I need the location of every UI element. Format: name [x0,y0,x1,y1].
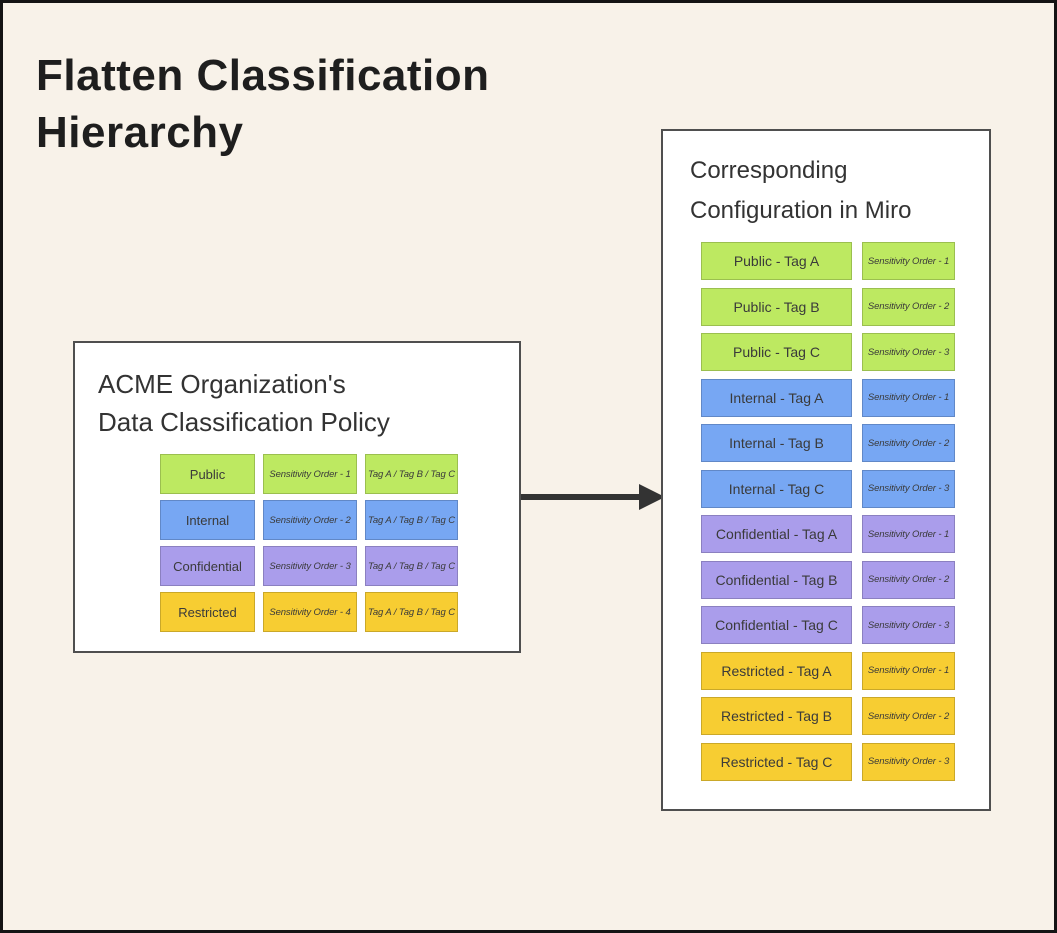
acme-policy-title-line-1: ACME Organization's [98,369,346,399]
cell-order: Sensitivity Order - 3 [862,742,955,781]
cell-order: Sensitivity Order - 2 [862,560,955,599]
cell-order: Sensitivity Order - 2 [263,500,357,540]
cell-label: Confidential - Tag C [701,606,852,644]
cell-order: Sensitivity Order - 2 [862,424,955,462]
cell-order: Sensitivity Order - 1 [862,651,955,690]
cell-order: Sensitivity Order - 1 [862,242,955,280]
miro-config-panel: Corresponding Configuration in Miro Publ… [661,129,991,811]
miro-config-grid: Public - Tag A Sensitivity Order - 1 Pub… [701,242,955,781]
cell-label: Public - Tag A [701,242,852,280]
cell-label: Internal - Tag B [701,424,852,462]
acme-policy-grid: Public Sensitivity Order - 1 Tag A / Tag… [160,454,458,632]
cell-label: Confidential [160,546,255,586]
page-title-line-1: Flatten Classification [36,51,490,100]
cell-order: Sensitivity Order - 3 [862,469,955,508]
cell-order: Sensitivity Order - 1 [862,515,955,553]
cell-tags: Tag A / Tag B / Tag C [365,546,458,586]
cell-label: Public - Tag C [701,333,852,371]
cell-label: Confidential - Tag A [701,515,852,553]
cell-label: Confidential - Tag B [701,560,852,599]
cell-label: Restricted - Tag C [701,742,852,781]
cell-tags: Tag A / Tag B / Tag C [365,500,458,540]
cell-order: Sensitivity Order - 3 [862,333,955,371]
acme-policy-panel: ACME Organization's Data Classification … [73,341,521,653]
cell-label: Public [160,454,255,494]
cell-order: Sensitivity Order - 2 [862,697,955,735]
cell-order: Sensitivity Order - 1 [263,454,357,494]
cell-tags: Tag A / Tag B / Tag C [365,454,458,494]
cell-order: Sensitivity Order - 3 [263,546,357,586]
cell-label: Public - Tag B [701,287,852,326]
acme-policy-title-line-2: Data Classification Policy [98,407,390,437]
miro-config-panel-title: Corresponding Configuration in Miro [690,151,911,231]
cell-order: Sensitivity Order - 4 [263,592,357,632]
cell-order: Sensitivity Order - 3 [862,606,955,644]
acme-policy-panel-title: ACME Organization's Data Classification … [98,365,390,441]
flatten-arrow-icon [521,484,665,510]
page-title: Flatten Classification Hierarchy [36,47,490,161]
cell-label: Internal [160,500,255,540]
cell-label: Internal - Tag A [701,378,852,417]
cell-tags: Tag A / Tag B / Tag C [365,592,458,632]
miro-config-title-line-2: Configuration in Miro [690,197,912,224]
cell-order: Sensitivity Order - 1 [862,378,955,417]
miro-config-title-line-1: Corresponding [690,157,848,184]
cell-label: Internal - Tag C [701,469,852,508]
cell-order: Sensitivity Order - 2 [862,287,955,326]
cell-label: Restricted [160,592,255,632]
cell-label: Restricted - Tag B [701,697,852,735]
cell-label: Restricted - Tag A [701,651,852,690]
page-title-line-2: Hierarchy [36,108,244,158]
